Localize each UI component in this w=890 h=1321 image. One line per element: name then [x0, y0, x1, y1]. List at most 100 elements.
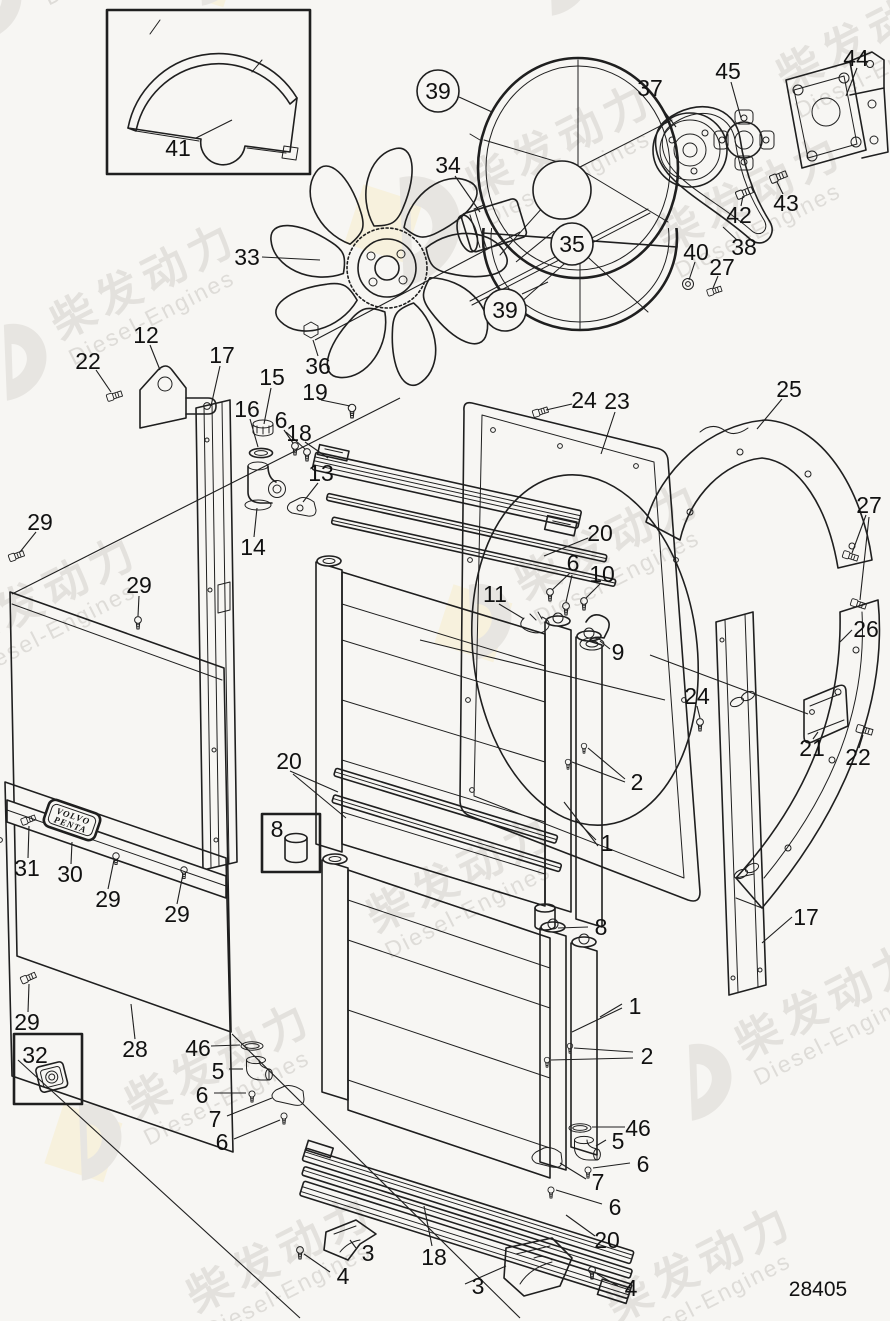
callout-6: 6 [609, 1194, 622, 1220]
callout-43: 43 [773, 190, 799, 216]
callout-11: 11 [483, 581, 507, 607]
callout-17: 17 [209, 342, 235, 368]
callout-21: 21 [799, 735, 825, 761]
callout-5: 5 [612, 1128, 625, 1154]
callout-3: 3 [362, 1240, 375, 1266]
callout-46: 46 [625, 1115, 651, 1141]
radiator-lower [321, 853, 598, 1179]
callout-45: 45 [715, 58, 741, 84]
callout-7: 7 [209, 1106, 222, 1132]
inset-box-clipnut [12, 1032, 84, 1106]
fan-spacer [456, 198, 528, 253]
callout-44: 44 [843, 45, 869, 71]
side-bracket-left [195, 399, 238, 871]
callout-6: 6 [567, 550, 580, 576]
cooling-fan [264, 147, 521, 390]
callout-12: 12 [133, 322, 159, 348]
callout-19: 19 [302, 379, 328, 405]
callout-34: 34 [435, 152, 461, 178]
fan-pulley [652, 112, 728, 188]
callout-9: 9 [612, 639, 625, 665]
lower-bracket [803, 684, 849, 744]
filler-seal [248, 447, 274, 459]
drain-plate [271, 1085, 305, 1106]
callout-32: 32 [22, 1042, 48, 1068]
callout-42: 42 [726, 202, 752, 228]
callout-5: 5 [212, 1058, 225, 1084]
callout-3: 3 [472, 1273, 485, 1299]
callout-24: 24 [571, 387, 597, 413]
callout-29: 29 [164, 901, 190, 927]
callout-26: 26 [853, 616, 879, 642]
callout-39: 39 [492, 297, 518, 323]
fan-bracket [785, 51, 889, 169]
callout-29: 29 [27, 509, 53, 535]
figure-number: 28405 [789, 1278, 847, 1301]
callout-16: 16 [234, 396, 260, 422]
side-bracket-right [715, 611, 767, 996]
top-panel [311, 443, 582, 537]
callout-28: 28 [122, 1036, 148, 1062]
callout-1: 1 [629, 993, 642, 1019]
callout-7: 7 [592, 1169, 605, 1195]
callout-38: 38 [731, 234, 757, 260]
leader-lines [19, 67, 870, 1287]
filler-cap [252, 419, 274, 437]
callout-8: 8 [271, 816, 284, 842]
callouts: 41 39 33 34 35 39 36 37 45 44 42 43 38 4… [14, 45, 882, 1301]
filler-neck [244, 461, 286, 511]
hose-clamp [520, 611, 550, 634]
support-bracket [503, 1237, 573, 1297]
callout-20: 20 [587, 520, 613, 546]
callout-33: 33 [234, 244, 260, 270]
callout-1: 1 [601, 830, 614, 856]
callout-18: 18 [421, 1244, 447, 1270]
inset-box-bushing [260, 812, 322, 874]
callout-2: 2 [631, 769, 644, 795]
callout-22: 22 [75, 348, 101, 374]
mount-bushing [534, 903, 556, 931]
callout-29: 29 [95, 886, 121, 912]
callout-40: 40 [683, 239, 709, 265]
shroud-ring-upper [645, 419, 873, 569]
callout-22: 22 [845, 744, 871, 770]
small-plate [286, 497, 317, 517]
callout-17: 17 [793, 904, 819, 930]
drain-plate [531, 1147, 563, 1168]
support-bracket [323, 1219, 377, 1261]
callout-39: 39 [425, 78, 451, 104]
inset-box-fan-shroud [105, 8, 312, 176]
fan-hub [713, 109, 775, 171]
radiator-frame [0, 401, 701, 902]
callout-20: 20 [594, 1227, 620, 1253]
upper-bracket [139, 365, 217, 429]
callout-24: 24 [684, 683, 710, 709]
fan-nut [303, 321, 319, 339]
callout-4: 4 [625, 1275, 638, 1301]
callout-18: 18 [286, 420, 312, 446]
callout-27: 27 [709, 254, 735, 280]
callout-2: 2 [641, 1043, 654, 1069]
callout-20: 20 [276, 748, 302, 774]
callout-8: 8 [595, 914, 608, 940]
washer [682, 278, 694, 290]
callout-29: 29 [126, 572, 152, 598]
side-rails-middle [331, 767, 563, 873]
callout-36: 36 [305, 353, 331, 379]
callout-23: 23 [604, 388, 630, 414]
callout-30: 30 [57, 861, 83, 887]
callout-15: 15 [259, 364, 285, 390]
callout-6: 6 [637, 1151, 650, 1177]
callout-14: 14 [240, 534, 266, 560]
mesh-guard-rear [9, 591, 232, 1033]
callout-6: 6 [196, 1082, 209, 1108]
callout-6: 6 [275, 407, 288, 433]
callout-29: 29 [14, 1009, 40, 1035]
callout-35: 35 [559, 231, 585, 257]
callout-4: 4 [337, 1263, 350, 1289]
callout-13: 13 [308, 460, 334, 486]
callout-10: 10 [589, 561, 615, 587]
callout-46: 46 [185, 1035, 211, 1061]
